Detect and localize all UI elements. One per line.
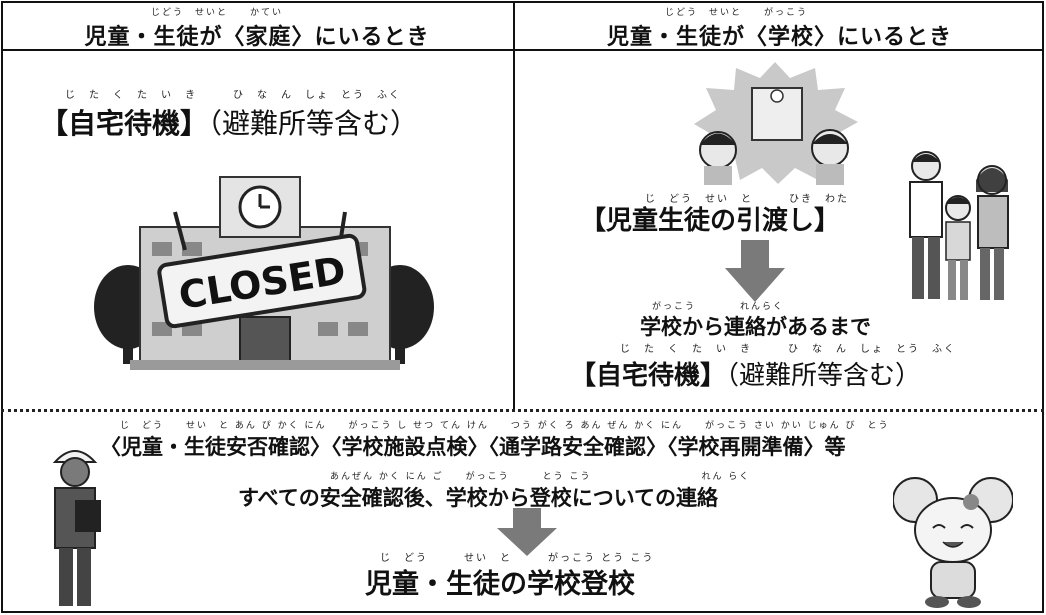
header-home: じどう せいと かてい 児童・生徒が〈家庭〉にいるとき — [1, 1, 515, 51]
header-home-ruby: じどう せいと かてい — [151, 8, 284, 18]
mother-icon — [976, 165, 1009, 300]
hardhat-icon — [52, 450, 98, 463]
standby-ruby: じ た く た い き ひ な ん しょ とう ふく — [65, 90, 401, 101]
mascot-mouse-illustration — [893, 477, 1013, 608]
flower-icon — [963, 494, 979, 510]
handover-title: 【児童生徒の引渡し】 — [580, 206, 841, 236]
down-arrow-icon — [725, 240, 785, 302]
standby-title-main: 【自宅待機】 — [40, 107, 209, 140]
family-illustration — [909, 151, 1009, 300]
until-contact-text: 学校から連絡があるまで — [640, 315, 871, 339]
until-ruby: がっこう れんらく — [652, 302, 785, 312]
school-attendance-text: 児童・生徒の学校登校 — [365, 569, 635, 600]
handover-ruby: じ どう せい と ひき わた — [645, 194, 849, 205]
header-school-text: 児童・生徒が〈学校〉にいるとき — [606, 25, 952, 50]
clipboard-icon — [75, 500, 101, 532]
closed-sign: CLOSED — [157, 233, 367, 329]
panel-home — [1, 51, 515, 409]
header-home-text: 児童・生徒が〈家庭〉にいるとき — [84, 25, 430, 50]
down-arrow-icon — [497, 508, 557, 556]
checks-ruby: じ どう せい と あん ぴ かく にん がっこう し せつ てん けん つう … — [120, 421, 890, 431]
standby-title-sub: （避難所等含む） — [208, 107, 419, 140]
after-checks-text: すべての安全確認後、学校から登校についての連絡 — [238, 486, 719, 510]
scared-children-illustration — [694, 62, 858, 185]
school-door — [239, 316, 291, 368]
header-school: じどう せいと がっこう 児童・生徒が〈学校〉にいるとき — [515, 1, 1044, 51]
inspector-worker-illustration — [52, 450, 101, 606]
final-ruby: じ どう せい と がっこう とう こう — [380, 553, 655, 564]
header-school-ruby: じどう せいと がっこう — [665, 8, 809, 18]
child-icon — [945, 195, 971, 300]
father-icon — [909, 151, 943, 299]
dotted-divider — [1, 409, 1044, 412]
standby2-ruby: じ た く た い き ひ な ん しょ とう ふく — [620, 344, 956, 355]
standby-title: 【自宅待機】（避難所等含む） — [40, 102, 418, 142]
safety-checks-text: 〈児童・生徒安否確認〉〈学校施設点検〉〈通学路安全確認〉〈学校再開準備〉等 — [100, 435, 846, 459]
clock-icon — [770, 89, 784, 103]
standby2-title: 【自宅待機】（避難所等含む） — [570, 355, 921, 392]
standby2-title-sub: （避難所等含む） — [726, 361, 922, 391]
standby2-title-main: 【自宅待機】 — [570, 361, 727, 391]
all-checks-ruby: あんぜん かく にん ご がっこう とう こう れん らく — [330, 472, 751, 482]
closed-school-illustration: CLOSED — [94, 176, 434, 370]
